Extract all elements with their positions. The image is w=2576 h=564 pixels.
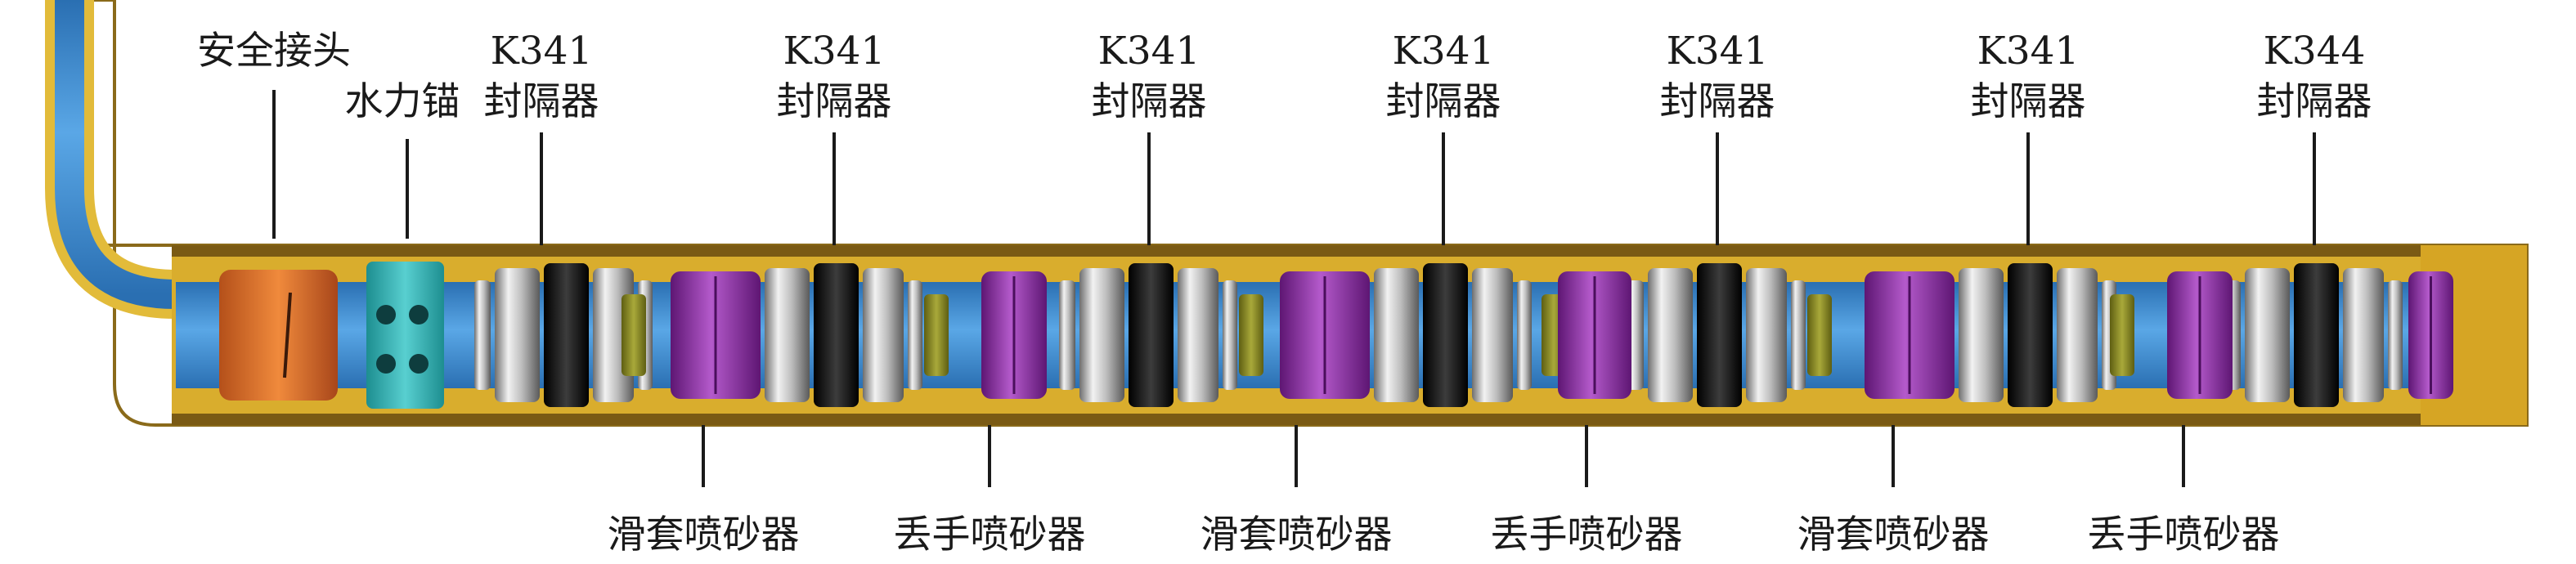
top-label-packer-7: 封隔器 (2257, 79, 2372, 124)
bottom-label-sliding-sleeve-2: 滑套喷砂器 (1200, 513, 1393, 557)
anchor-button (409, 354, 429, 374)
packer-rubber (1697, 263, 1742, 407)
packer-rubber (2294, 263, 2339, 407)
top-label-safety-joint: 安全接头 (197, 29, 351, 74)
packer-slip (1746, 268, 1787, 402)
safety-joint-slot (283, 292, 292, 378)
top-label-packer-6: K341 (1977, 29, 2080, 74)
packer-rubber (1423, 263, 1468, 407)
spacer-sub (1807, 294, 1832, 376)
casing-top-band (172, 245, 2527, 257)
packer-slip (863, 268, 904, 402)
top-label-hydraulic-anchor: 水力锚 (345, 79, 460, 124)
spacer-sub (924, 294, 949, 376)
packer-assembly-4 (1353, 263, 1532, 407)
anchor-button (376, 354, 396, 374)
safety-joint-body (219, 270, 338, 401)
top-label-packer-6: 封隔器 (1971, 79, 2086, 124)
top-label-packer-4: 封隔器 (1386, 79, 1501, 124)
packer-slip (495, 268, 540, 402)
packer-rubber (814, 263, 859, 407)
top-label-packer-3: 封隔器 (1092, 79, 1207, 124)
bottom-label-sliding-sleeve-3: 滑套喷砂器 (1797, 513, 1990, 557)
top-label-packer-1: 封隔器 (484, 79, 599, 124)
packer-ring (1223, 280, 1237, 390)
packer-slip (2057, 268, 2098, 402)
packer-ring (908, 280, 922, 390)
packer-slip (1178, 268, 1218, 402)
packer-slip (2343, 268, 2384, 402)
top-label-packer-1: K341 (491, 29, 593, 74)
packer-assembly-7 (2224, 263, 2403, 407)
packer-assembly-3 (1059, 263, 1237, 407)
packer-ring (2388, 280, 2403, 390)
bottom-label-drop-hand-3: 丢手喷砂器 (2088, 513, 2280, 557)
top-label-packer-5: K341 (1667, 29, 1769, 74)
packer-slip (1959, 268, 2004, 402)
hydraulic-anchor-body (366, 262, 444, 409)
spacer-sub (2110, 294, 2134, 376)
packer-slip (1079, 268, 1124, 402)
packer-rubber (2008, 263, 2053, 407)
bottom-label-drop-hand-2: 丢手喷砂器 (1491, 513, 1683, 557)
top-label-packer-7: K344 (2264, 29, 2366, 74)
casing-bottom-band (172, 414, 2527, 425)
anchor-button (376, 305, 396, 325)
packer-ring (1791, 280, 1806, 390)
packer-slip (1374, 268, 1419, 402)
top-label-packer-2: K341 (783, 29, 886, 74)
packer-assembly-2 (744, 263, 922, 407)
top-label-packer-4: K341 (1393, 29, 1495, 74)
packer-rubber (1129, 263, 1174, 407)
top-label-packer-2: 封隔器 (777, 79, 892, 124)
bottom-label-sliding-sleeve-1: 滑套喷砂器 (608, 513, 800, 557)
packer-ring (1059, 280, 1075, 390)
packer-rubber (544, 263, 589, 407)
top-label-packer-3: K341 (1098, 29, 1200, 74)
top-label-packer-5: 封隔器 (1660, 79, 1775, 124)
packer-ring (474, 280, 491, 390)
anchor-button (409, 305, 429, 325)
packer-ring (1517, 280, 1532, 390)
tool-components (219, 262, 2453, 409)
packer-slip (2245, 268, 2290, 402)
packer-slip (1648, 268, 1693, 402)
packer-assembly-5 (1627, 263, 1806, 407)
packer-slip (1472, 268, 1513, 402)
bottom-label-drop-hand-1: 丢手喷砂器 (894, 513, 1086, 557)
bottom-labels: 滑套喷砂器 丢手喷砂器 滑套喷砂器 丢手喷砂器 滑套喷砂器 丢手喷砂器 (608, 425, 2280, 557)
packer-assembly-6 (1938, 263, 2116, 407)
packer-slip (765, 268, 810, 402)
spacer-sub (622, 294, 646, 376)
curved-tubing-blue (55, 0, 177, 309)
spacer-sub (1239, 294, 1263, 376)
